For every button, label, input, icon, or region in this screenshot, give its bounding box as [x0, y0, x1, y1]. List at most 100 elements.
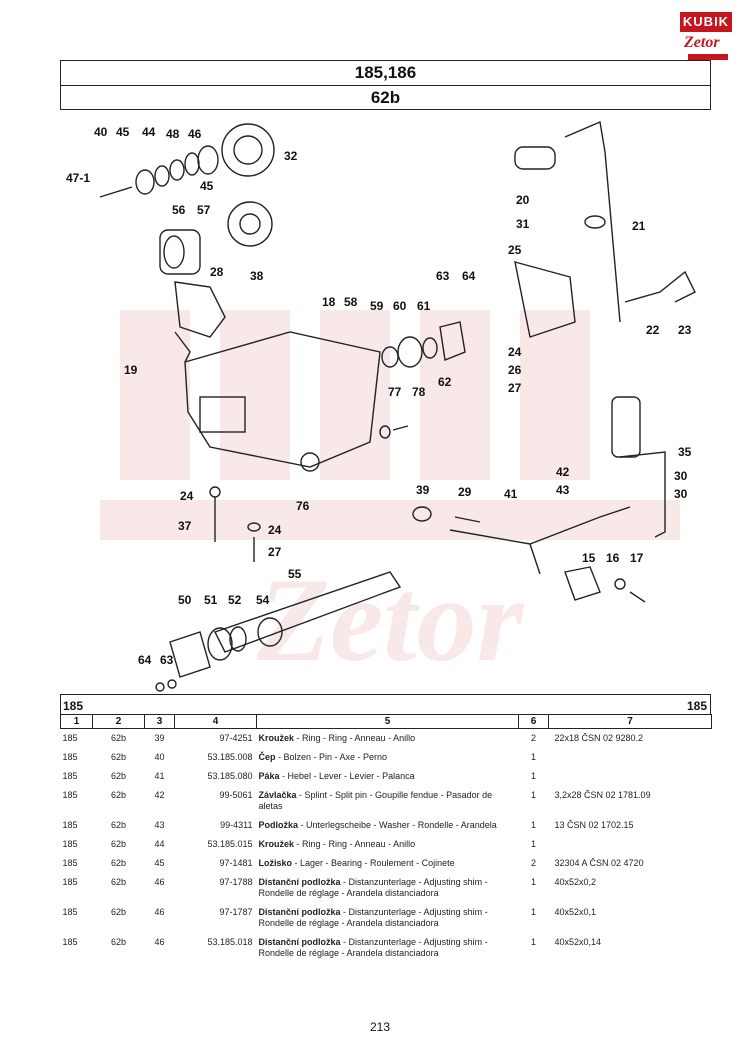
column-header: 4 — [174, 714, 257, 729]
bearing-59 — [397, 336, 423, 368]
description-czech: Čep — [258, 752, 276, 762]
cell-part-number: 97-1481 — [219, 858, 253, 868]
callout-label: 37 — [178, 519, 192, 533]
callout-label: 48 — [166, 127, 180, 141]
callout-label: 41 — [504, 487, 518, 501]
cell-position: 46 — [154, 907, 165, 917]
cell-group: 185 — [62, 937, 78, 947]
housing-window — [199, 396, 246, 433]
callout-label: 54 — [256, 593, 270, 607]
callout-label: 32 — [284, 149, 298, 163]
description-translations: - Hebel - Lever - Levier - Palanca — [279, 771, 415, 781]
cell-part-number: 99-5061 — [219, 790, 253, 800]
description-translations: - Distanzunterlage - Adjusting shim - Ro… — [258, 937, 488, 958]
cell-quantity: 1 — [530, 820, 536, 830]
cell-page: 62b — [110, 820, 127, 830]
cell-description: Kroužek - Ring - Ring - Anneau - Anillo — [257, 835, 519, 854]
cell-note: 40x52x0,14 — [554, 937, 602, 947]
group-number: 185,186 — [354, 63, 417, 82]
column-header: 2 — [92, 714, 145, 729]
description-translations: - Lager - Bearing - Roulement - Cojinete — [292, 858, 455, 868]
ring-58 — [381, 346, 399, 368]
cell-part-number: 53.185.015 — [207, 839, 253, 849]
parts-drawing: 40 45 44 48 46 32 47-1 45 56 57 28 38 18… — [66, 121, 696, 692]
callout-label: 59 — [370, 299, 384, 313]
callout-label: 35 — [678, 445, 692, 459]
cell-position: 45 — [154, 858, 165, 868]
table-header-row: 1 2 3 4 5 6 7 — [60, 714, 712, 729]
callout-label: 17 — [630, 551, 644, 565]
column-header: 5 — [256, 714, 519, 729]
bearing-51 — [207, 627, 233, 661]
cell-description: Distanční podložka - Distanzunterlage - … — [257, 903, 519, 933]
callout-label: 50 — [178, 593, 192, 607]
callout-label: 43 — [556, 483, 570, 497]
description-czech: Kroužek — [258, 839, 295, 849]
flange-50 — [169, 631, 211, 678]
callout-label: 24 — [508, 345, 522, 359]
callout-label: 51 — [204, 593, 218, 607]
callout-label: 45 — [116, 125, 130, 139]
page-code: 62b — [61, 85, 710, 109]
cell-note: 32304 A ČSN 02 4720 — [554, 858, 644, 868]
cell-page: 62b — [110, 907, 127, 917]
description-translations: - Ring - Ring - Anneau - Anillo — [294, 733, 416, 743]
callout-label: 55 — [288, 567, 302, 581]
cell-position: 44 — [154, 839, 165, 849]
rod-21 — [564, 121, 621, 323]
callout-label: 63 — [436, 269, 450, 283]
cell-group: 185 — [62, 771, 78, 781]
callout-label: 27 — [508, 381, 522, 395]
cell-quantity: 1 — [530, 752, 536, 762]
column-header: 3 — [144, 714, 175, 729]
cell-page: 62b — [110, 858, 127, 868]
callout-label: 64 — [462, 269, 476, 283]
cell-group: 185 — [62, 877, 78, 887]
cell-quantity: 1 — [530, 877, 536, 887]
cell-description: Podložka - Unterlegscheibe - Washer - Ro… — [257, 816, 519, 835]
callout-label: 18 — [322, 295, 336, 309]
callout-label: 56 — [172, 203, 186, 217]
cell-position: 40 — [154, 752, 165, 762]
callout-label: 39 — [416, 483, 430, 497]
shaft-55 — [214, 571, 402, 653]
bolt-17 — [629, 591, 646, 603]
cell-description: Páka - Hebel - Lever - Levier - Palanca — [257, 767, 519, 786]
ring-60 — [422, 337, 438, 359]
description-czech: Závlačka — [258, 790, 297, 800]
column-header: 7 — [548, 714, 712, 729]
cell-description: Distanční podložka - Distanzunterlage - … — [257, 933, 519, 963]
gear-57 — [227, 201, 273, 247]
cell-group: 185 — [62, 820, 78, 830]
column-header: 6 — [518, 714, 549, 729]
cell-page: 62b — [110, 733, 127, 743]
bushing-56 — [159, 229, 201, 275]
cell-note — [549, 767, 712, 786]
cell-group: 185 — [62, 858, 78, 868]
callout-label: 25 — [508, 243, 522, 257]
description-translations: - Distanzunterlage - Adjusting shim - Ro… — [258, 877, 488, 898]
cell-description: Závlačka - Splint - Split pin - Goupille… — [257, 786, 519, 816]
washer-16 — [614, 578, 626, 590]
callout-label: 40 — [94, 125, 108, 139]
callout-label: 21 — [632, 219, 646, 233]
cell-note: 22x18 ČSN 02 9280.2 — [554, 733, 644, 743]
handle-20 — [514, 146, 556, 170]
cell-part-number: 53.185.080 — [207, 771, 253, 781]
gear-32 — [221, 123, 275, 177]
section-bar: 185 185 — [60, 694, 711, 714]
callout-label: 46 — [188, 127, 202, 141]
callout-label: 19 — [124, 363, 138, 377]
logo-zetor-text: Zetor — [684, 34, 720, 51]
cell-position: 41 — [154, 771, 165, 781]
cell-quantity: 1 — [530, 790, 536, 800]
callout-label: 22 — [646, 323, 660, 337]
cell-page: 62b — [110, 790, 127, 800]
cell-note — [549, 835, 712, 854]
bracket-25 — [514, 261, 576, 338]
cylinder-35 — [611, 396, 641, 458]
callout-label: 61 — [417, 299, 431, 313]
